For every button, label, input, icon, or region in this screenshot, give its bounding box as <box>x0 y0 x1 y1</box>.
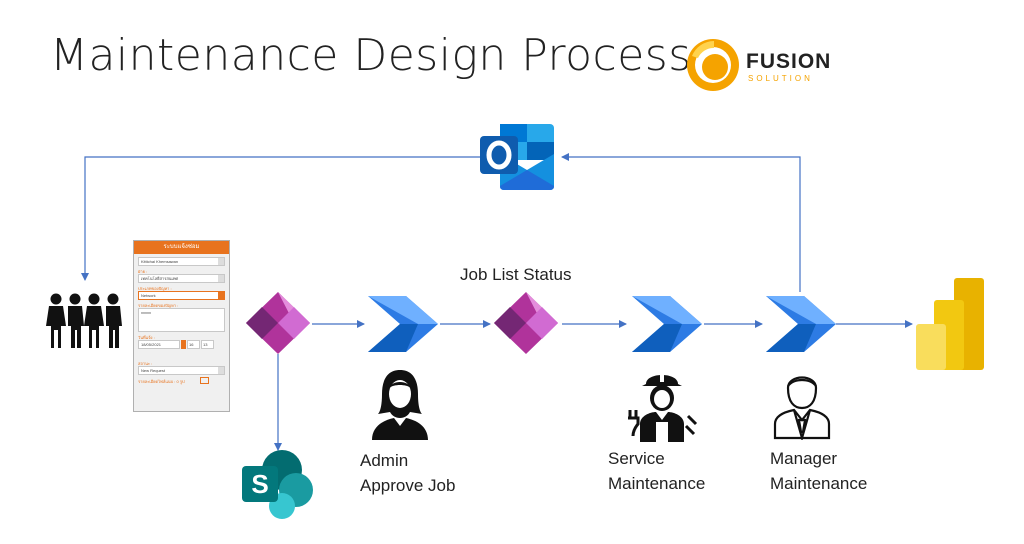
problem-detail-label: รายละเอียดของปัญหา : <box>138 303 179 308</box>
svg-text:S: S <box>251 469 268 499</box>
logo-name: FUSION <box>746 50 832 73</box>
page-title: Maintenance Design Process <box>50 30 692 81</box>
power-automate-icon <box>632 296 702 352</box>
requester-field: Kittichai Khemsawan <box>138 257 225 266</box>
phone-header-title: ระบบแจ้งซ่อม <box>163 244 200 250</box>
feedback-line <box>81 156 480 281</box>
manager-to-outlook-line <box>561 153 801 292</box>
department-label: ฝ่าย : <box>138 269 148 274</box>
fusion-logo-mark <box>687 39 739 91</box>
power-automate-icon <box>766 296 836 352</box>
mobile-app-form-screenshot: ระบบแจ้งซ่อม Kittichai Khemsawan ฝ่าย : … <box>133 240 230 412</box>
problem-type-field: Network <box>138 291 225 300</box>
admin-person-icon <box>372 370 428 440</box>
power-apps-icon <box>246 292 310 354</box>
status-field: New Request <box>138 366 225 375</box>
time-minute-field: 13 <box>201 340 214 349</box>
calendar-icon <box>181 340 186 349</box>
problem-detail-field: xxxxx <box>138 308 225 332</box>
report-date-field: 18/05/2021 <box>138 340 180 349</box>
fusion-solution-logo: FUSION SOLUTION <box>684 36 854 96</box>
outlook-icon <box>480 124 554 190</box>
job-list-status-label: Job List Status <box>460 265 572 284</box>
service-technician-icon <box>628 370 698 442</box>
status-label: สถานะ : <box>138 361 153 366</box>
phone-header: ระบบแจ้งซ่อม <box>134 241 229 254</box>
logo-subname: SOLUTION <box>748 74 813 83</box>
department-field: เทคโนโลยีสารสนเทศ <box>138 274 225 283</box>
time-hour-field: 16 <box>187 340 200 349</box>
problem-type-label: ประเภทของปัญหา : <box>138 286 172 291</box>
sharepoint-icon: S <box>242 450 313 519</box>
users-group-icon <box>46 293 122 348</box>
manager-person-icon <box>773 376 831 440</box>
attachment-label: รายละเอียดไฟล์แนบ : 0 รูป <box>138 379 185 384</box>
report-date-label: วันที่แจ้ง : <box>138 335 155 340</box>
camera-icon <box>200 377 209 384</box>
power-automate-icon <box>368 296 438 352</box>
power-bi-icon <box>916 278 984 370</box>
power-apps-icon <box>494 292 558 354</box>
